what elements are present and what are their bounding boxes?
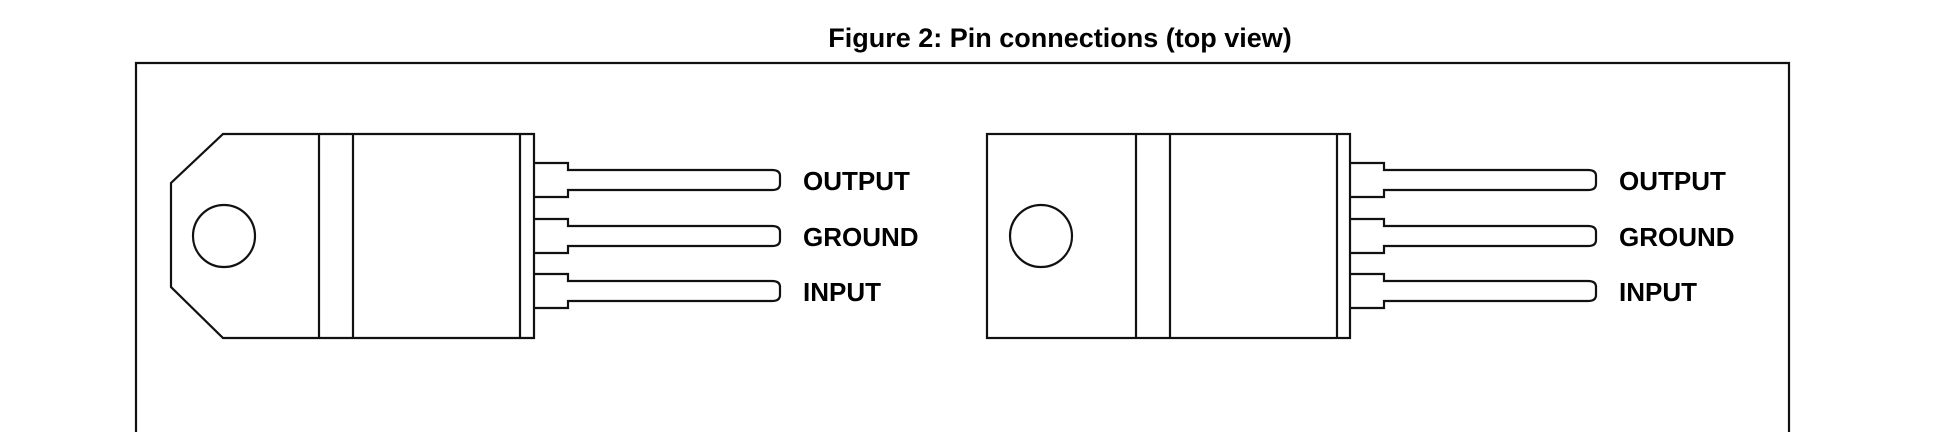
pin-label-output: OUTPUT	[1619, 166, 1726, 196]
package-rect: OUTPUT GROUND INPUT	[985, 132, 1735, 340]
pin-lead	[534, 272, 782, 310]
figure-title: Figure 2: Pin connections (top view)	[828, 23, 1292, 53]
pin-label-output: OUTPUT	[803, 166, 910, 196]
pin-lead	[1350, 217, 1598, 255]
pin-lead	[1350, 272, 1598, 310]
mounting-hole	[1008, 203, 1074, 269]
pin-lead	[534, 217, 782, 255]
pin-label-ground: GROUND	[1619, 222, 1735, 252]
package-outline	[985, 132, 1352, 340]
pin-lead	[1350, 161, 1598, 199]
pin-label-input: INPUT	[1619, 277, 1697, 307]
pin-lead	[534, 161, 782, 199]
pin-label-input: INPUT	[803, 277, 881, 307]
figure-frame	[134, 61, 1791, 432]
pin-label-ground: GROUND	[803, 222, 919, 252]
package-tab: OUTPUT GROUND INPUT	[169, 132, 919, 340]
mounting-hole	[191, 203, 257, 269]
package-outline	[169, 132, 536, 340]
